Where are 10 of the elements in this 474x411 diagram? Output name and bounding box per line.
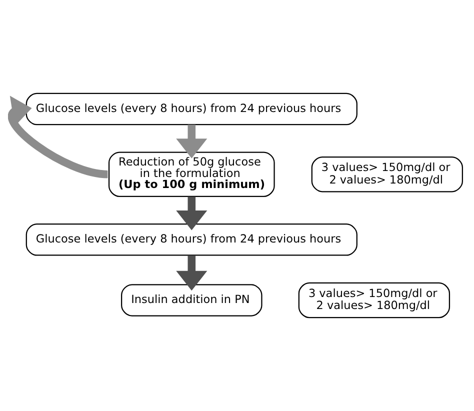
node-box: 3 values> 150mg/dl or 2 values> 180mg/dl: [298, 282, 450, 318]
node-box: Glucose levels (every 8 hours) from 24 previous hours: [26, 224, 358, 256]
node-box: 3 values> 150mg/dl or 2 values> 180mg/dl: [311, 156, 463, 192]
arrow: [8, 96, 108, 178]
node-box: Insulin addition in PN: [121, 284, 262, 316]
node-box: Glucose levels (every 8 hours) from 24 previous hours: [26, 92, 358, 126]
arrow: [176, 196, 208, 230]
arrow: [176, 124, 208, 158]
node-box: Reduction of 50g glucose in the formulation (Up to 100 g minimum): [108, 152, 275, 197]
arrow: [176, 255, 208, 291]
